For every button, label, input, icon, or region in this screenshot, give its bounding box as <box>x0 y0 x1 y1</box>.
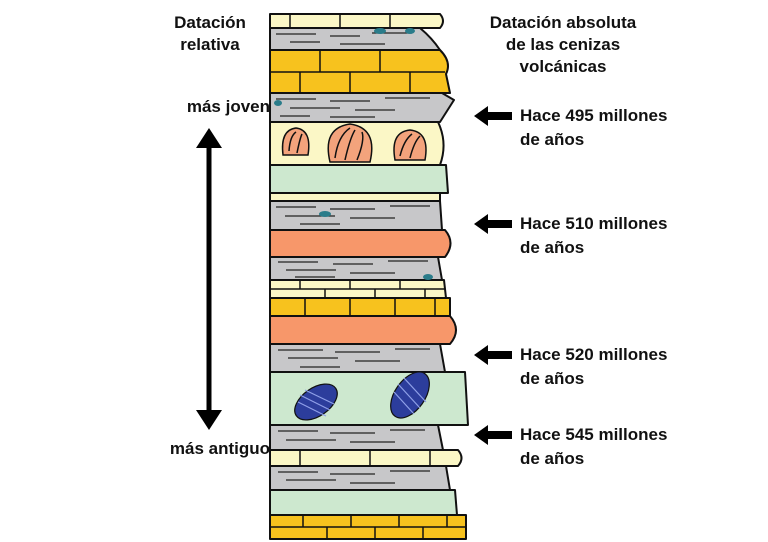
left-arrow-icon <box>474 214 512 234</box>
absolute-dating-header-line2: de las cenizas <box>505 35 621 54</box>
absolute-dating-header-line3: volcánicas <box>519 57 607 76</box>
oldest-label: más antiguo <box>169 439 270 458</box>
layer-shale-4 <box>269 424 444 451</box>
ash-date-1-line2: de años <box>520 130 585 149</box>
ash-date-2-line1: Hace 510 millones <box>520 214 668 233</box>
ash-date-4: Hace 545 millones de años <box>474 423 764 471</box>
ash-date-3-line1: Hace 520 millones <box>520 345 668 364</box>
layer-orange-2 <box>269 315 457 345</box>
ash-date-1: Hace 495 millones de años <box>474 104 764 152</box>
ash-specks <box>274 28 433 280</box>
layer-green-bottom <box>269 489 458 516</box>
layer-orange-1 <box>269 229 452 258</box>
youngest-label: más joven <box>186 97 270 116</box>
left-arrow-icon <box>474 345 512 365</box>
layer-sandstone-2 <box>269 192 441 202</box>
up-down-arrow-icon <box>196 128 222 430</box>
layer-shale-5 <box>269 465 451 491</box>
shell-fossil-icon <box>281 123 427 163</box>
layer-sandstone-4 <box>269 449 463 467</box>
trilobite-fossil-icon <box>294 371 430 421</box>
ash-date-1-line1: Hace 495 millones <box>520 106 668 125</box>
relative-dating-header-line1: Datación <box>174 13 246 32</box>
ash-date-4-line2: de años <box>520 449 585 468</box>
ash-date-4-line1: Hace 545 millones <box>520 425 668 444</box>
left-arrow-icon <box>474 425 512 445</box>
left-arrow-icon <box>474 106 512 126</box>
ash-date-2: Hace 510 millones de años <box>474 212 764 260</box>
relative-dating-header-line2: relativa <box>180 35 240 54</box>
layer-sandstone-top <box>269 13 444 29</box>
layer-green-top <box>269 164 449 194</box>
ash-date-3-line2: de años <box>520 369 585 388</box>
absolute-dating-header: Datación absoluta de las cenizas volcáni… <box>458 12 668 78</box>
shale-texture <box>276 32 430 484</box>
layer-limestone-mid <box>269 297 451 317</box>
ash-date-3: Hace 520 millones de años <box>474 343 764 391</box>
ash-date-2-line2: de años <box>520 238 585 257</box>
absolute-dating-header-line1: Datación absoluta <box>489 13 637 32</box>
relative-dating-header: Datación relativa <box>150 12 270 56</box>
